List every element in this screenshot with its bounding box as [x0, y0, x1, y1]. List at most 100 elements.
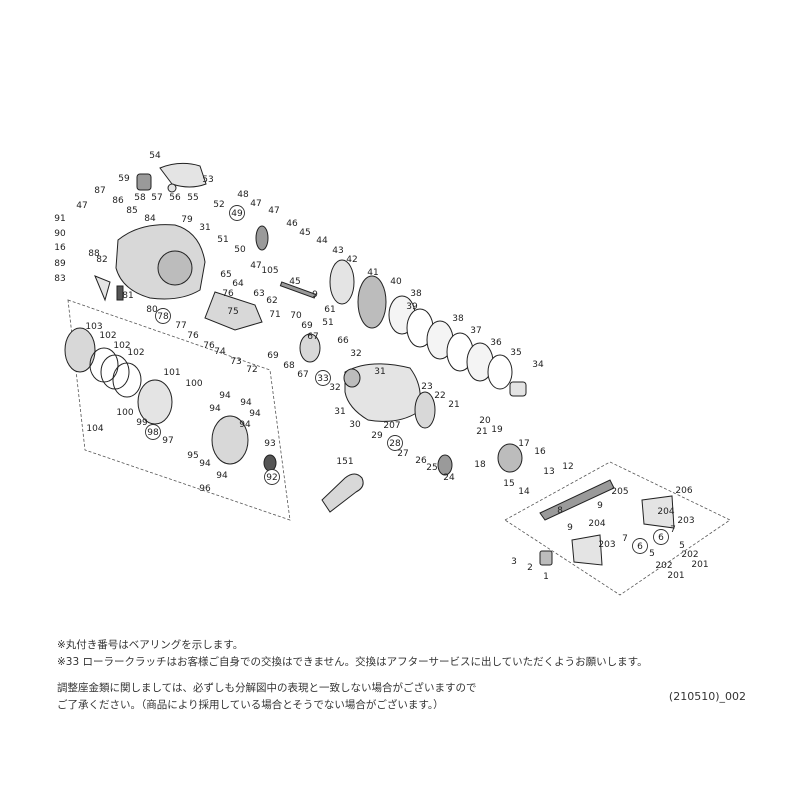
part-label: 61 [324, 305, 335, 315]
part-label: 86 [112, 196, 124, 206]
part-label: 31 [374, 367, 385, 377]
part-label: 63 [253, 289, 264, 299]
part-label: 53 [202, 175, 213, 185]
bearing-circle [229, 205, 245, 221]
part-label: 55 [187, 193, 198, 203]
roller-clutch-part [343, 368, 361, 388]
part-label: 99 [136, 418, 148, 428]
part-label: 9 [567, 523, 573, 533]
part-label: 64 [232, 279, 244, 289]
handle-arm-part [539, 479, 615, 521]
part-label: 56 [169, 193, 181, 203]
part-label: 202 [681, 550, 698, 560]
part-label: 90 [54, 229, 66, 239]
part-label: 47 [76, 201, 87, 211]
part-label: 2 [527, 563, 533, 573]
part-label: 94 [219, 391, 231, 401]
spool-bearing-part [437, 454, 453, 476]
part-label: 68 [283, 361, 295, 371]
part-label: 52 [213, 200, 224, 210]
side-cover-part [64, 327, 96, 373]
brake-hub-part [263, 454, 277, 472]
cover-plate-part [159, 162, 207, 188]
part-label: 104 [86, 424, 103, 434]
bearing-label: 33 [317, 374, 328, 384]
part-label: 47 [250, 261, 261, 271]
main-gear-part [357, 275, 387, 329]
part-label: 102 [127, 348, 144, 358]
part-label: 73 [230, 357, 241, 367]
part-label: 27 [397, 449, 408, 459]
part-label: 16 [534, 447, 546, 457]
note-adjustment-washer: 調整座金類に関しましては、必ずしも分解図中の表現と一致しない場合がございますので [57, 682, 477, 694]
part-label: 77 [175, 321, 186, 331]
part-label: 97 [162, 436, 173, 446]
part-label: 46 [286, 219, 298, 229]
side-plate-group-outline [67, 299, 291, 521]
part-label: 206 [675, 486, 692, 496]
part-label: 82 [96, 255, 107, 265]
part-label: 31 [334, 407, 345, 417]
part-label: 88 [88, 249, 100, 259]
part-label: 40 [390, 277, 402, 287]
part-label: 70 [290, 311, 302, 321]
part-label: 15 [503, 479, 514, 489]
part-label: 51 [322, 318, 333, 328]
part-label: 83 [54, 274, 65, 284]
clip-part [116, 285, 124, 301]
part-label: 69 [267, 351, 279, 361]
part-label: 67 [297, 370, 308, 380]
part-label: 91 [54, 214, 65, 224]
bearing-label: 28 [389, 439, 401, 449]
part-label: 9 [597, 501, 603, 511]
part-label: 94 [209, 404, 221, 414]
part-label: 207 [383, 421, 400, 431]
part-label: 80 [146, 305, 158, 315]
part-label: 47 [250, 199, 261, 209]
part-label: 151 [336, 457, 353, 467]
bearing-circle [653, 529, 669, 545]
part-label: 76 [187, 331, 199, 341]
brake-plate-part [137, 379, 173, 425]
part-label: 47 [268, 206, 279, 216]
part-label: 24 [443, 473, 455, 483]
part-label: 7 [622, 534, 628, 544]
part-label: 201 [691, 560, 708, 570]
part-label: 101 [163, 368, 180, 378]
bearing-circle [155, 308, 171, 324]
part-label: 23 [421, 382, 432, 392]
part-label: 66 [337, 336, 349, 346]
handle-knob-part [641, 495, 675, 529]
spool-part [299, 333, 321, 363]
note-bearing: ※丸付き番号はベアリングを示します。 [57, 639, 244, 651]
part-label: 204 [657, 507, 674, 517]
bearing-label: 49 [231, 209, 243, 219]
part-label: 35 [510, 348, 521, 358]
note-understanding: ご了承ください。（商品により採用している場合とそうでない場合がございます。） [57, 698, 444, 711]
part-label: 13 [543, 467, 554, 477]
part-label: 67 [307, 332, 318, 342]
bearing-label: 6 [658, 533, 664, 543]
bearing-circle [315, 370, 331, 386]
part-label: 45 [299, 228, 310, 238]
part-label: 105 [261, 266, 278, 276]
part-label: 43 [332, 246, 343, 256]
bearing-label: 6 [637, 542, 643, 552]
part-label: 81 [122, 291, 133, 301]
part-label: 19 [491, 425, 503, 435]
part-label: 65 [220, 270, 231, 280]
bearing-label: 98 [147, 428, 159, 438]
part-label: 17 [518, 439, 529, 449]
part-label: 51 [217, 235, 228, 245]
part-label: 103 [85, 322, 102, 332]
part-label: 14 [518, 487, 530, 497]
part-label: 29 [371, 431, 383, 441]
part-label: 84 [144, 214, 156, 224]
part-label: 76 [222, 289, 234, 299]
part-label: 69 [301, 321, 313, 331]
part-label: 42 [346, 255, 357, 265]
part-label: 5 [649, 549, 655, 559]
bearing-circle [387, 435, 403, 451]
side-cap-part [414, 391, 436, 429]
